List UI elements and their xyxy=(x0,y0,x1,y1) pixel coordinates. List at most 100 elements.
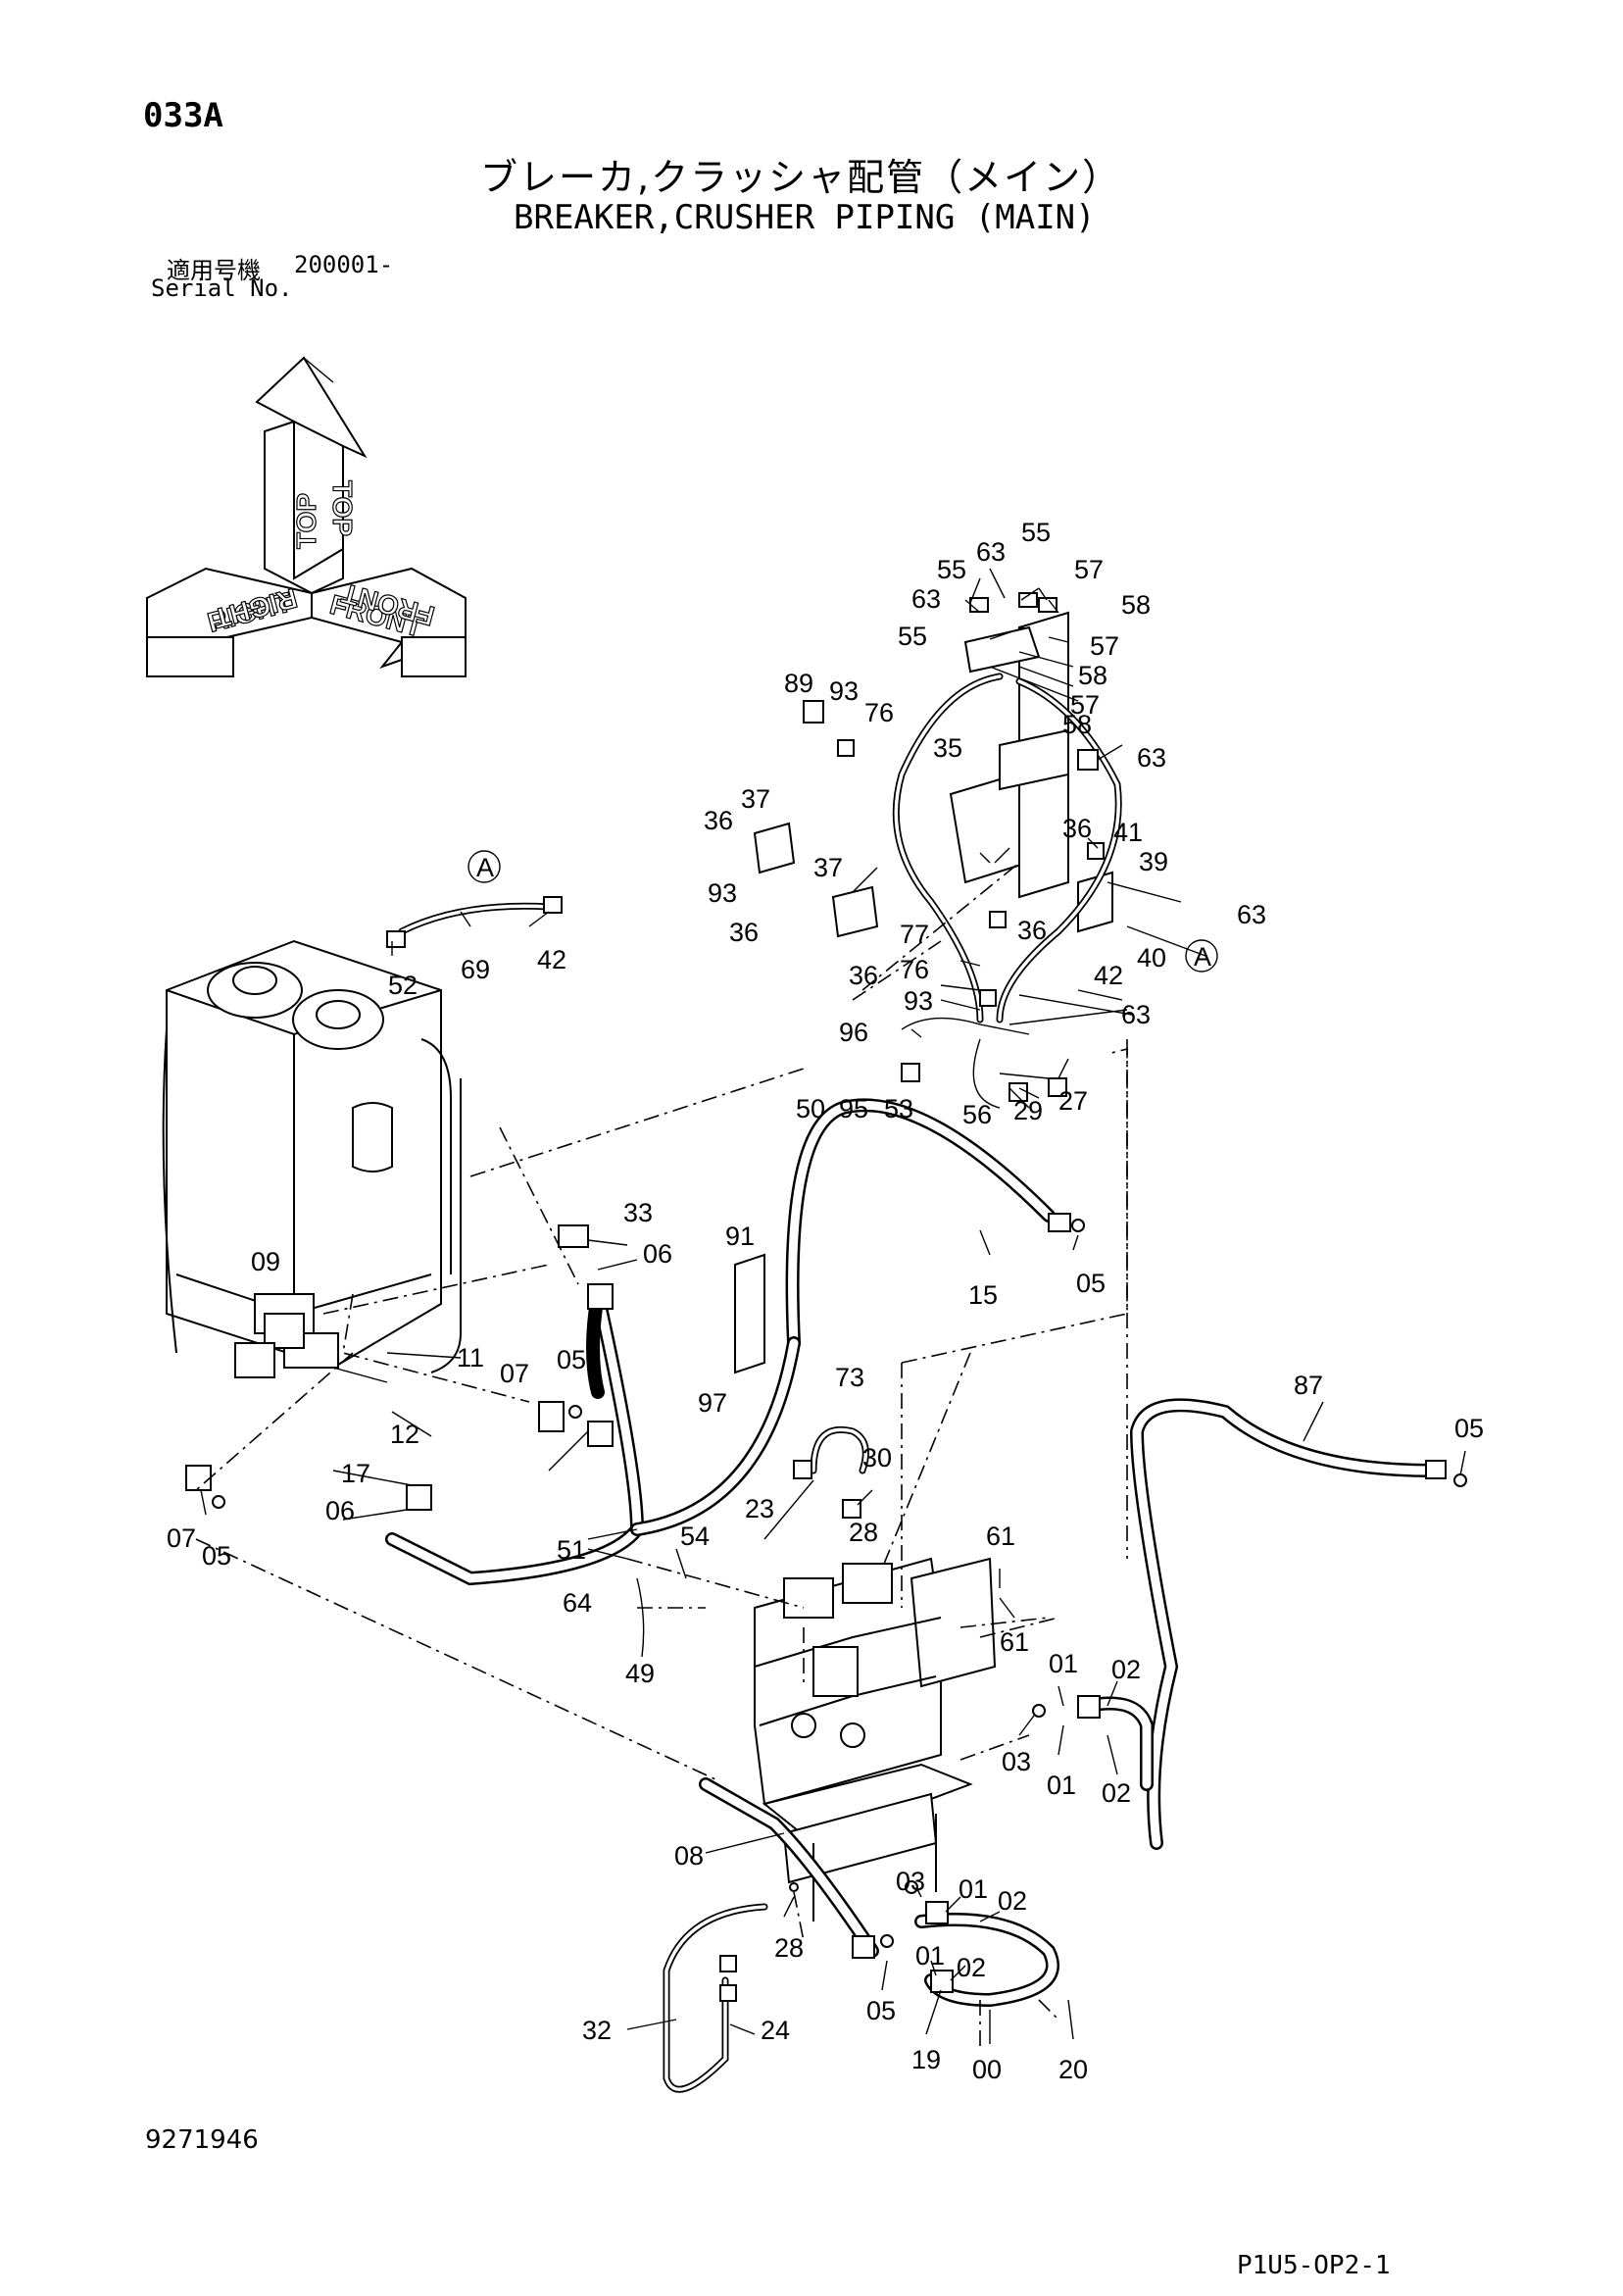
title-japanese: ブレーカ,クラッシャ配管（メイン） xyxy=(480,156,1122,199)
callout-58: 58 xyxy=(1078,661,1107,690)
page-code: 033A xyxy=(143,96,223,135)
bracket-91 xyxy=(734,1253,765,1374)
callout-24: 24 xyxy=(761,2016,790,2045)
orientation-top-label: TOP xyxy=(291,493,321,549)
callout-05: 05 xyxy=(1076,1269,1106,1298)
callout-30: 30 xyxy=(862,1443,892,1472)
callout-57: 57 xyxy=(1090,631,1119,661)
callout-05: 05 xyxy=(557,1345,586,1374)
callout-36: 36 xyxy=(704,806,733,835)
callout-08: 08 xyxy=(674,1841,704,1871)
callout-40: 40 xyxy=(1137,943,1166,973)
callout-76: 76 xyxy=(900,955,929,984)
callout-07: 07 xyxy=(167,1523,196,1553)
fittings xyxy=(185,592,1467,2002)
callout-09: 09 xyxy=(251,1247,280,1276)
callout-93: 93 xyxy=(708,878,737,908)
callout-63: 63 xyxy=(1137,743,1166,773)
callout-56: 56 xyxy=(962,1100,992,1129)
callout-06: 06 xyxy=(643,1239,672,1269)
callout-37: 37 xyxy=(813,853,843,882)
serial-label-japanese: 適用号機 xyxy=(167,257,261,284)
sheet-code: P1U5-OP2-1 xyxy=(1237,2251,1391,2280)
callout-36: 36 xyxy=(729,918,759,947)
callout-55: 55 xyxy=(937,555,966,584)
callout-41: 41 xyxy=(1113,818,1143,847)
callout-01: 01 xyxy=(959,1874,988,1904)
callout-28: 28 xyxy=(849,1518,878,1547)
callout-28: 28 xyxy=(774,1933,804,1963)
orientation-top-label-mirror: TOP xyxy=(327,480,358,536)
serial-label-english: Serial No. xyxy=(151,275,293,302)
hydraulic-tank xyxy=(162,939,462,1373)
callout-05: 05 xyxy=(202,1541,231,1571)
detail-markers: A A xyxy=(467,850,1218,973)
callout-01: 01 xyxy=(915,1941,945,1971)
assembly-lines xyxy=(195,862,1128,2049)
callout-20: 20 xyxy=(1058,2055,1088,2084)
callout-06: 06 xyxy=(325,1496,355,1525)
callout-02: 02 xyxy=(1111,1655,1141,1684)
detail-marker-a-right xyxy=(1185,939,1218,973)
callout-61: 61 xyxy=(986,1522,1015,1551)
callout-01: 01 xyxy=(1047,1771,1076,1800)
callout-58: 58 xyxy=(1062,710,1092,739)
callout-97: 97 xyxy=(698,1388,727,1418)
callout-53: 53 xyxy=(884,1094,913,1123)
callout-02: 02 xyxy=(957,1953,986,1982)
callout-91: 91 xyxy=(725,1222,755,1251)
callout-63: 63 xyxy=(976,537,1006,567)
callout-36: 36 xyxy=(849,961,878,990)
callout-76: 76 xyxy=(864,698,894,727)
callout-63: 63 xyxy=(1237,900,1266,929)
callout-64: 64 xyxy=(563,1588,592,1618)
callout-63: 63 xyxy=(911,584,941,614)
detail-marker-a-right-label: A xyxy=(1194,942,1211,972)
orientation-indicator: TOP TOP RIGHT RIGHT FRONT FRONT xyxy=(146,356,467,677)
callout-19: 19 xyxy=(911,2045,941,2074)
title-english: BREAKER,CRUSHER PIPING (MAIN) xyxy=(514,198,1096,237)
callout-87: 87 xyxy=(1294,1371,1323,1400)
callout-57: 57 xyxy=(1070,690,1100,720)
callout-00: 00 xyxy=(972,2055,1002,2084)
callout-69: 69 xyxy=(461,955,490,984)
callout-02: 02 xyxy=(1102,1778,1131,1808)
callout-32: 32 xyxy=(582,2016,612,2045)
callout-89: 89 xyxy=(784,669,813,698)
callout-36: 36 xyxy=(1062,814,1092,843)
callout-55: 55 xyxy=(1021,518,1051,547)
callout-95: 95 xyxy=(839,1094,868,1123)
control-valve xyxy=(754,1557,997,1922)
callout-03: 03 xyxy=(896,1867,925,1896)
callout-12: 12 xyxy=(390,1420,419,1449)
callout-11: 11 xyxy=(457,1343,484,1373)
callout-63: 63 xyxy=(1121,1000,1151,1029)
callout-93: 93 xyxy=(829,676,859,706)
callout-33: 33 xyxy=(623,1198,653,1227)
callouts: 55 63 55 57 63 58 55 57 58 57 58 89 93 7… xyxy=(167,518,1484,2084)
callout-01: 01 xyxy=(1049,1649,1078,1678)
callout-52: 52 xyxy=(388,971,418,1000)
callout-03: 03 xyxy=(1002,1747,1031,1776)
callout-51: 51 xyxy=(557,1535,586,1565)
detail-marker-a-left xyxy=(467,850,501,883)
callout-57: 57 xyxy=(1074,555,1104,584)
callout-37: 37 xyxy=(741,784,770,814)
serial-number: 200001- xyxy=(294,251,394,278)
drawing-number: 9271946 xyxy=(145,2125,259,2155)
callout-61: 61 xyxy=(1000,1627,1029,1657)
callout-55: 55 xyxy=(898,622,927,651)
leader-lines xyxy=(200,568,1466,2044)
mounting-bracket xyxy=(753,611,1113,938)
callout-17: 17 xyxy=(341,1459,370,1488)
callout-50: 50 xyxy=(796,1094,825,1123)
callout-42: 42 xyxy=(537,945,566,974)
callout-07: 07 xyxy=(500,1359,529,1388)
callout-27: 27 xyxy=(1058,1086,1088,1116)
callout-73: 73 xyxy=(835,1363,864,1392)
callout-96: 96 xyxy=(839,1018,868,1047)
callout-58: 58 xyxy=(1121,590,1151,620)
callout-23: 23 xyxy=(745,1494,774,1523)
callout-49: 49 xyxy=(625,1659,655,1688)
callout-05: 05 xyxy=(866,1996,896,2025)
